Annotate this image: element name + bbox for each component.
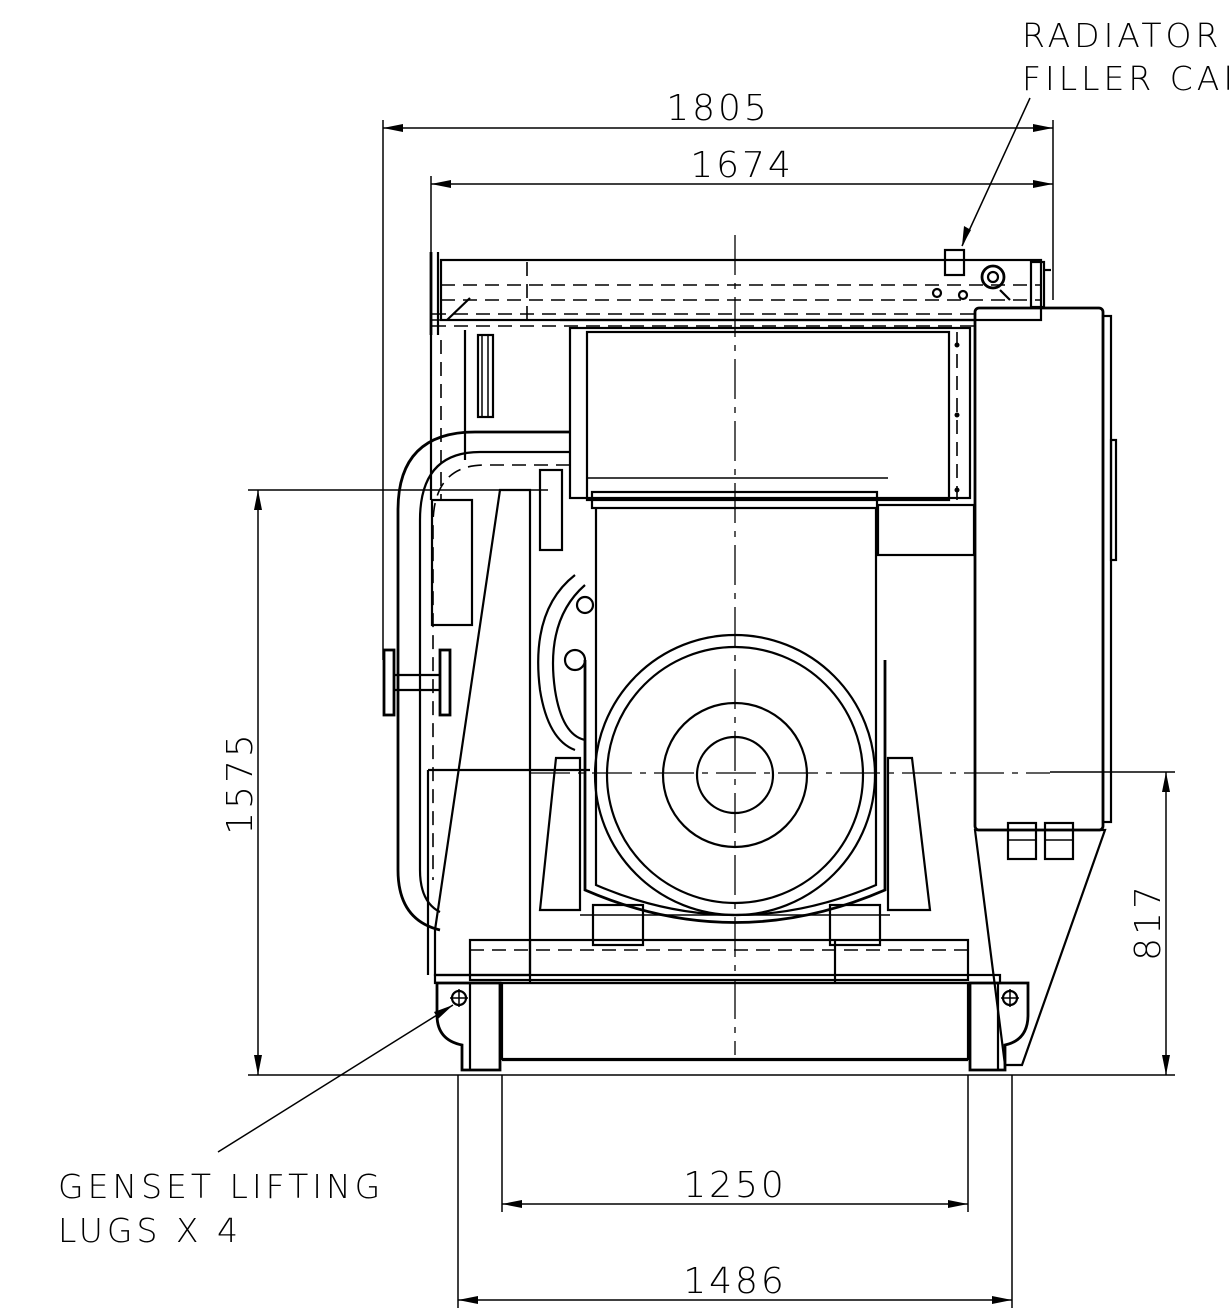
dim-label-1805: 1805 xyxy=(666,88,770,129)
dim-label-1486: 1486 xyxy=(683,1261,787,1302)
alternator-feet xyxy=(538,756,932,947)
lifting-lug-left xyxy=(435,981,502,1072)
left-support-plate xyxy=(426,488,590,977)
dim-label-1575: 1575 xyxy=(220,731,261,835)
base-frame xyxy=(433,938,1002,1062)
lifting-lug-right xyxy=(968,981,1030,1072)
radiator-top-tank xyxy=(429,248,1051,335)
callout-lifting-lugs: GENSET LIFTING LUGS X 4 xyxy=(58,1004,454,1250)
dimension-1575: 1575 xyxy=(220,489,548,1076)
intake-pipe xyxy=(382,430,570,932)
dimension-1805: 1805 xyxy=(382,88,1054,660)
dim-label-1674: 1674 xyxy=(690,145,794,186)
dimension-1250: 1250 xyxy=(501,1075,969,1212)
callout-lugs-line1: GENSET LIFTING xyxy=(58,1167,384,1206)
right-support-plate xyxy=(973,828,1107,1067)
dimension-817: 817 xyxy=(1010,771,1175,1076)
control-panel-box xyxy=(973,306,1118,861)
callout-radiator-line1: RADIATOR xyxy=(1022,16,1222,55)
engine-block xyxy=(560,318,976,557)
alternator xyxy=(530,235,1050,1055)
dim-label-1250: 1250 xyxy=(683,1165,787,1206)
dim-label-817: 817 xyxy=(1128,883,1169,961)
callout-radiator-filler-cap: RADIATOR FILLER CAP xyxy=(961,16,1229,247)
dimension-1674: 1674 xyxy=(430,145,1053,262)
callout-radiator-line2: FILLER CAP xyxy=(1022,59,1229,98)
dimension-1486: 1486 xyxy=(457,1075,1013,1308)
callout-lugs-line2: LUGS X 4 xyxy=(58,1211,242,1250)
radiator-frame xyxy=(429,330,495,500)
coolant-hose xyxy=(537,468,595,752)
